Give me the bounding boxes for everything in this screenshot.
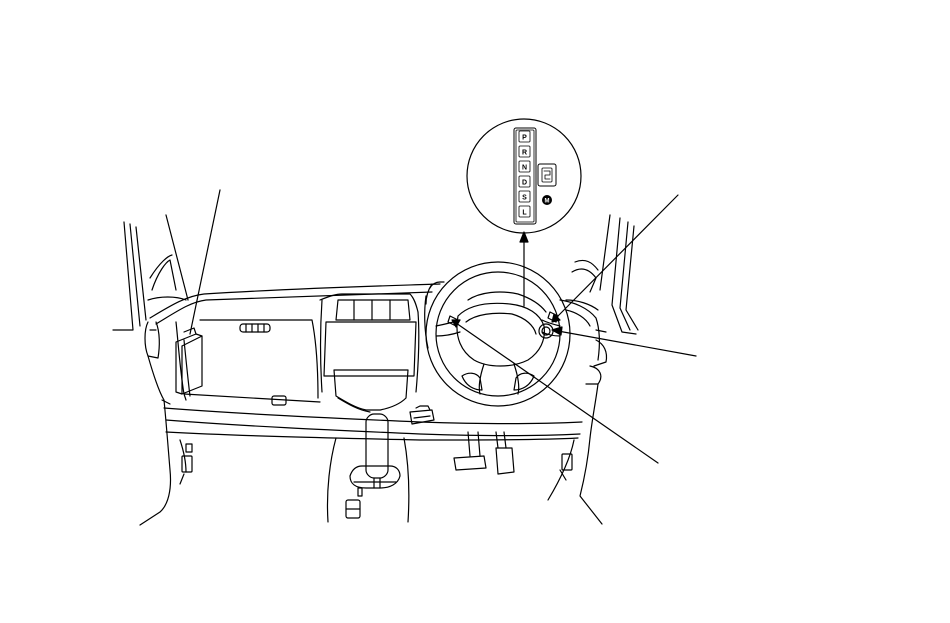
- leader-line-control-unit: [189, 189, 221, 335]
- svg-text:L: L: [522, 210, 527, 217]
- small-display-box: [537, 163, 557, 187]
- leader-line-ignition: [551, 326, 697, 357]
- ignition-switch: [538, 323, 554, 339]
- arrow-to-inset: [519, 231, 529, 307]
- svg-text:S: S: [522, 195, 527, 202]
- gear-letter-l: L: [518, 205, 531, 218]
- svg-text:P: P: [522, 135, 527, 142]
- center-console: [326, 437, 410, 523]
- driver-side-dash: [547, 299, 608, 525]
- gear-letter-r: R: [518, 145, 531, 158]
- center-stack: [319, 293, 420, 413]
- gear-letter-d: D: [518, 175, 531, 188]
- svg-text:D: D: [522, 180, 527, 187]
- pedals: [453, 431, 515, 475]
- control-unit-box: [175, 327, 203, 395]
- dashboard-body: [139, 283, 583, 526]
- right-a-pillar: [565, 214, 639, 335]
- gear-letter-s: S: [518, 190, 531, 203]
- gear-shifter: [345, 413, 389, 519]
- lower-panel-left: [179, 439, 193, 485]
- gear-letter-p: P: [518, 130, 531, 143]
- svg-text:M: M: [545, 199, 550, 205]
- mode-indicator-m: M: [542, 195, 552, 205]
- gear-indicator-inset: P R N D S L M: [466, 118, 582, 234]
- leader-line-lower-right: [451, 319, 659, 464]
- leader-line-upper-right: [551, 194, 679, 323]
- svg-text:R: R: [522, 150, 527, 157]
- left-a-pillar: [112, 214, 189, 331]
- svg-text:N: N: [522, 165, 527, 172]
- connector-under-dash: [409, 405, 435, 425]
- gear-letter-n: N: [518, 160, 531, 173]
